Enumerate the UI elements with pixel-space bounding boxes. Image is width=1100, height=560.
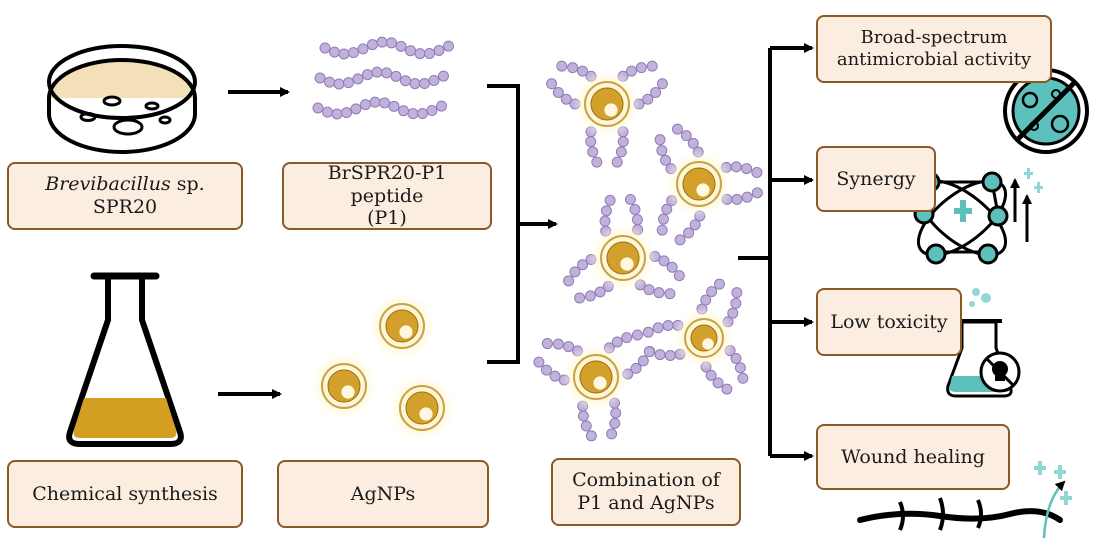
outcome-broad-line1: Broad-spectrum: [861, 27, 1008, 49]
agnps-box: AgNPs: [277, 460, 489, 528]
outcome-wound-healing: Wound healing: [816, 424, 1010, 490]
bacterium-label-box: Brevibacillus sp. SPR20: [7, 162, 243, 230]
outcome-broad-line2: antimicrobial activity: [837, 49, 1031, 71]
outcome-synergy-label: Synergy: [836, 168, 915, 191]
chemical-synthesis-box: Chemical synthesis: [7, 460, 243, 528]
outcome-synergy: Synergy: [816, 146, 936, 212]
peptide-label-box: BrSPR20-P1 peptide (P1): [282, 162, 492, 230]
chemical-synthesis-label: Chemical synthesis: [32, 483, 218, 506]
petri-dish-icon: [49, 46, 195, 152]
combination-box: Combination of P1 and AgNPs: [551, 458, 741, 526]
outcome-low-toxicity: Low toxicity: [816, 288, 962, 356]
bacterium-label: Brevibacillus sp. SPR20: [15, 173, 235, 219]
outcome-toxicity-label: Low toxicity: [830, 311, 947, 334]
combination-label-line1: Combination of: [572, 469, 720, 492]
combination-label-line2: P1 and AgNPs: [577, 492, 714, 515]
peptide-chain-icon: [313, 37, 454, 119]
agnps-label: AgNPs: [351, 483, 416, 506]
flask-icon: [69, 276, 181, 444]
outcome-wound-label: Wound healing: [841, 446, 985, 469]
outcome-broad-spectrum: Broad-spectrum antimicrobial activity: [816, 15, 1052, 83]
peptide-label-line1: BrSPR20-P1 peptide: [290, 162, 484, 208]
peptide-label-line2: (P1): [367, 207, 407, 230]
conjugate-icon: [534, 61, 762, 441]
nanoparticle-icon: [310, 292, 456, 442]
